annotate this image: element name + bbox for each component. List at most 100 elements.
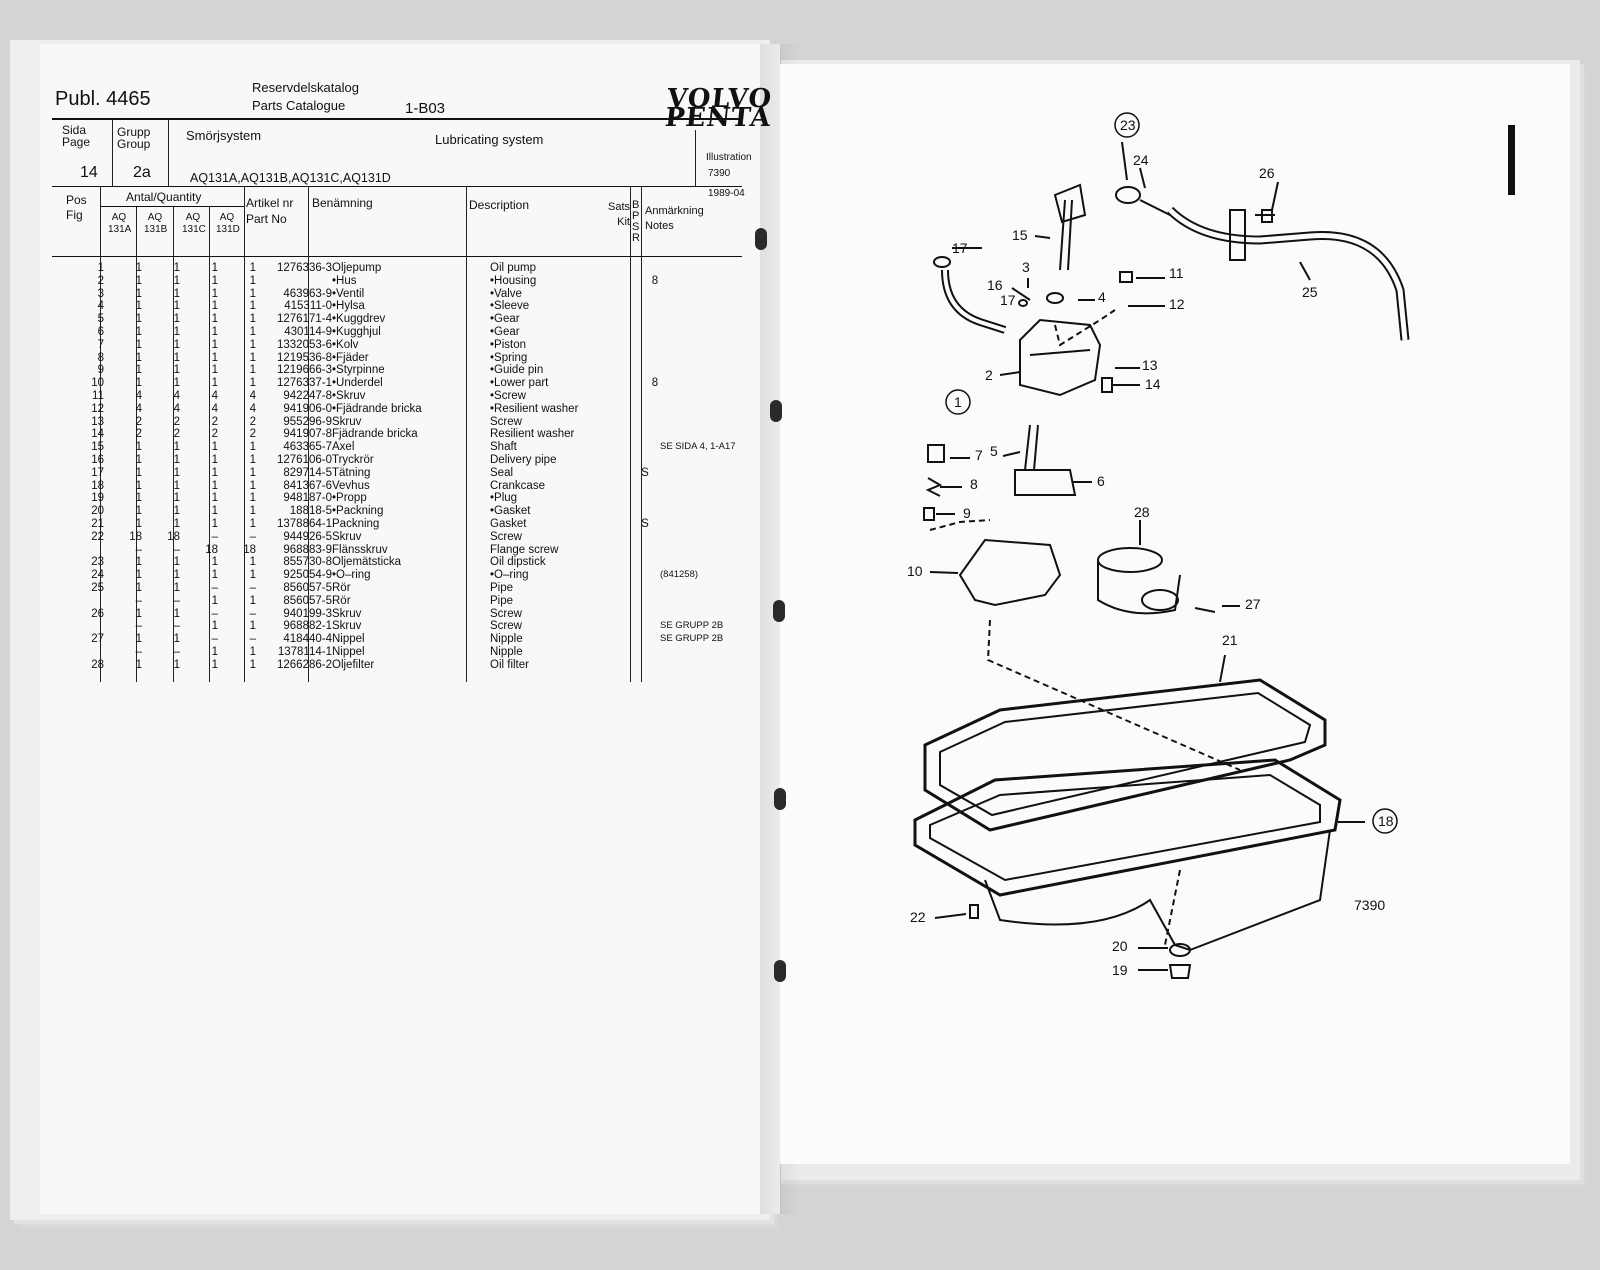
kit-flag: S — [641, 517, 649, 530]
callout-number: 24 — [1133, 152, 1149, 168]
col-rule — [641, 186, 642, 682]
part-number: 430114-9 — [284, 325, 332, 338]
qty-131b: 1 — [173, 364, 180, 377]
part-number: 841367-6 — [283, 479, 332, 492]
qty-131c: 1 — [211, 377, 218, 390]
col-bpsr: B P S R — [632, 199, 640, 244]
right-page — [780, 64, 1570, 1164]
qty-131b: 1 — [173, 351, 180, 364]
qty-131b: 4 — [173, 389, 180, 402]
pos: 19 — [91, 492, 104, 505]
qty-131d: 1 — [249, 351, 256, 364]
qty-131a: 1 — [135, 351, 142, 364]
name-sv: Oljemätsticka — [332, 556, 402, 569]
col-rule — [308, 186, 309, 682]
qty-131c: – — [211, 530, 218, 543]
col-rule — [100, 186, 101, 682]
qty-131c: 1 — [211, 274, 218, 287]
callout-number: 4 — [1098, 289, 1106, 305]
name-sv: Rör — [332, 594, 351, 607]
qty-131b: 1 — [173, 313, 180, 326]
name-sv: •Fjädrande bricka — [332, 402, 422, 415]
col-benamning: Benämning — [312, 196, 373, 210]
left-page — [40, 44, 781, 1214]
qty-131a: 1 — [135, 262, 142, 274]
qty-131b: 1 — [173, 300, 180, 313]
part-number: 941906-0 — [283, 402, 332, 415]
callout-number: 11 — [1169, 265, 1184, 281]
part-number: 1276336-3 — [277, 262, 332, 274]
description-en: Screw — [490, 620, 522, 633]
qty-131c: 1 — [211, 351, 218, 364]
callout-number: 22 — [910, 909, 926, 925]
col-rule — [244, 186, 245, 682]
callout-number: 28 — [1134, 504, 1150, 520]
description-en: Screw — [490, 530, 522, 543]
qty-131a: 1 — [135, 658, 142, 671]
qty-131a: 1 — [135, 581, 142, 594]
callout-number: 8 — [970, 476, 978, 492]
qty-131d: 1 — [249, 338, 256, 351]
qty-131b: 1 — [173, 658, 180, 671]
note: SE GRUPP 2B — [660, 633, 724, 645]
part-number: 1276171-4 — [277, 313, 332, 326]
part-number: 1378114-1 — [277, 645, 332, 658]
qty-131b: 1 — [173, 377, 180, 390]
description-en: •Spring — [490, 351, 528, 364]
qty-131c: 4 — [211, 402, 218, 415]
qty-131c: 1 — [211, 594, 218, 607]
pos: 23 — [91, 556, 104, 569]
qty-131d: 1 — [249, 505, 256, 518]
callout-number: 14 — [1145, 376, 1161, 392]
name-sv: •Fjäder — [332, 351, 369, 364]
part-number: 941907-8 — [283, 428, 332, 441]
callout-number: 10 — [907, 563, 923, 579]
bpsr-flag: 8 — [651, 377, 659, 390]
header-rule — [52, 118, 742, 120]
qty-131d: 1 — [249, 300, 256, 313]
qty-131d: 1 — [249, 658, 256, 671]
qty-131d: 1 — [249, 274, 256, 287]
pos: 17 — [91, 466, 104, 479]
qty-131b: 1 — [173, 505, 180, 518]
bpsr-flag: 8 — [651, 274, 659, 287]
pos: 7 — [97, 338, 104, 351]
columns-rule — [52, 256, 742, 257]
name-sv: Nippel — [332, 633, 365, 646]
part-number: 1332053-6 — [277, 338, 332, 351]
col-rule — [630, 186, 631, 682]
name-sv: Skruv — [332, 620, 362, 633]
qty-131d: 1 — [249, 453, 256, 466]
qty-131c: 1 — [211, 338, 218, 351]
name-sv: Rör — [332, 581, 351, 594]
pos: 28 — [91, 658, 104, 671]
callout-number: 27 — [1245, 596, 1261, 612]
catalog-title-en: Parts Catalogue — [252, 98, 346, 113]
part-number: 856057-5 — [283, 594, 332, 607]
qty-131d: 18 — [243, 543, 256, 556]
name-sv: •Kolv — [332, 338, 359, 351]
qty-131d: 2 — [249, 415, 256, 428]
name-sv: Oljepump — [332, 262, 382, 274]
qty-131a: 2 — [135, 415, 142, 428]
qty-131d: 1 — [249, 325, 256, 338]
model-list: AQ131A,AQ131B,AQ131C,AQ131D — [190, 171, 391, 185]
callout-number: 12 — [1169, 296, 1185, 312]
callout-number: 3 — [1022, 259, 1030, 275]
qty-131d: 1 — [249, 262, 256, 274]
qty-131a: 1 — [135, 633, 142, 646]
note: SE SIDA 4, 1-A17 — [660, 441, 736, 453]
description-en: Delivery pipe — [490, 453, 557, 466]
